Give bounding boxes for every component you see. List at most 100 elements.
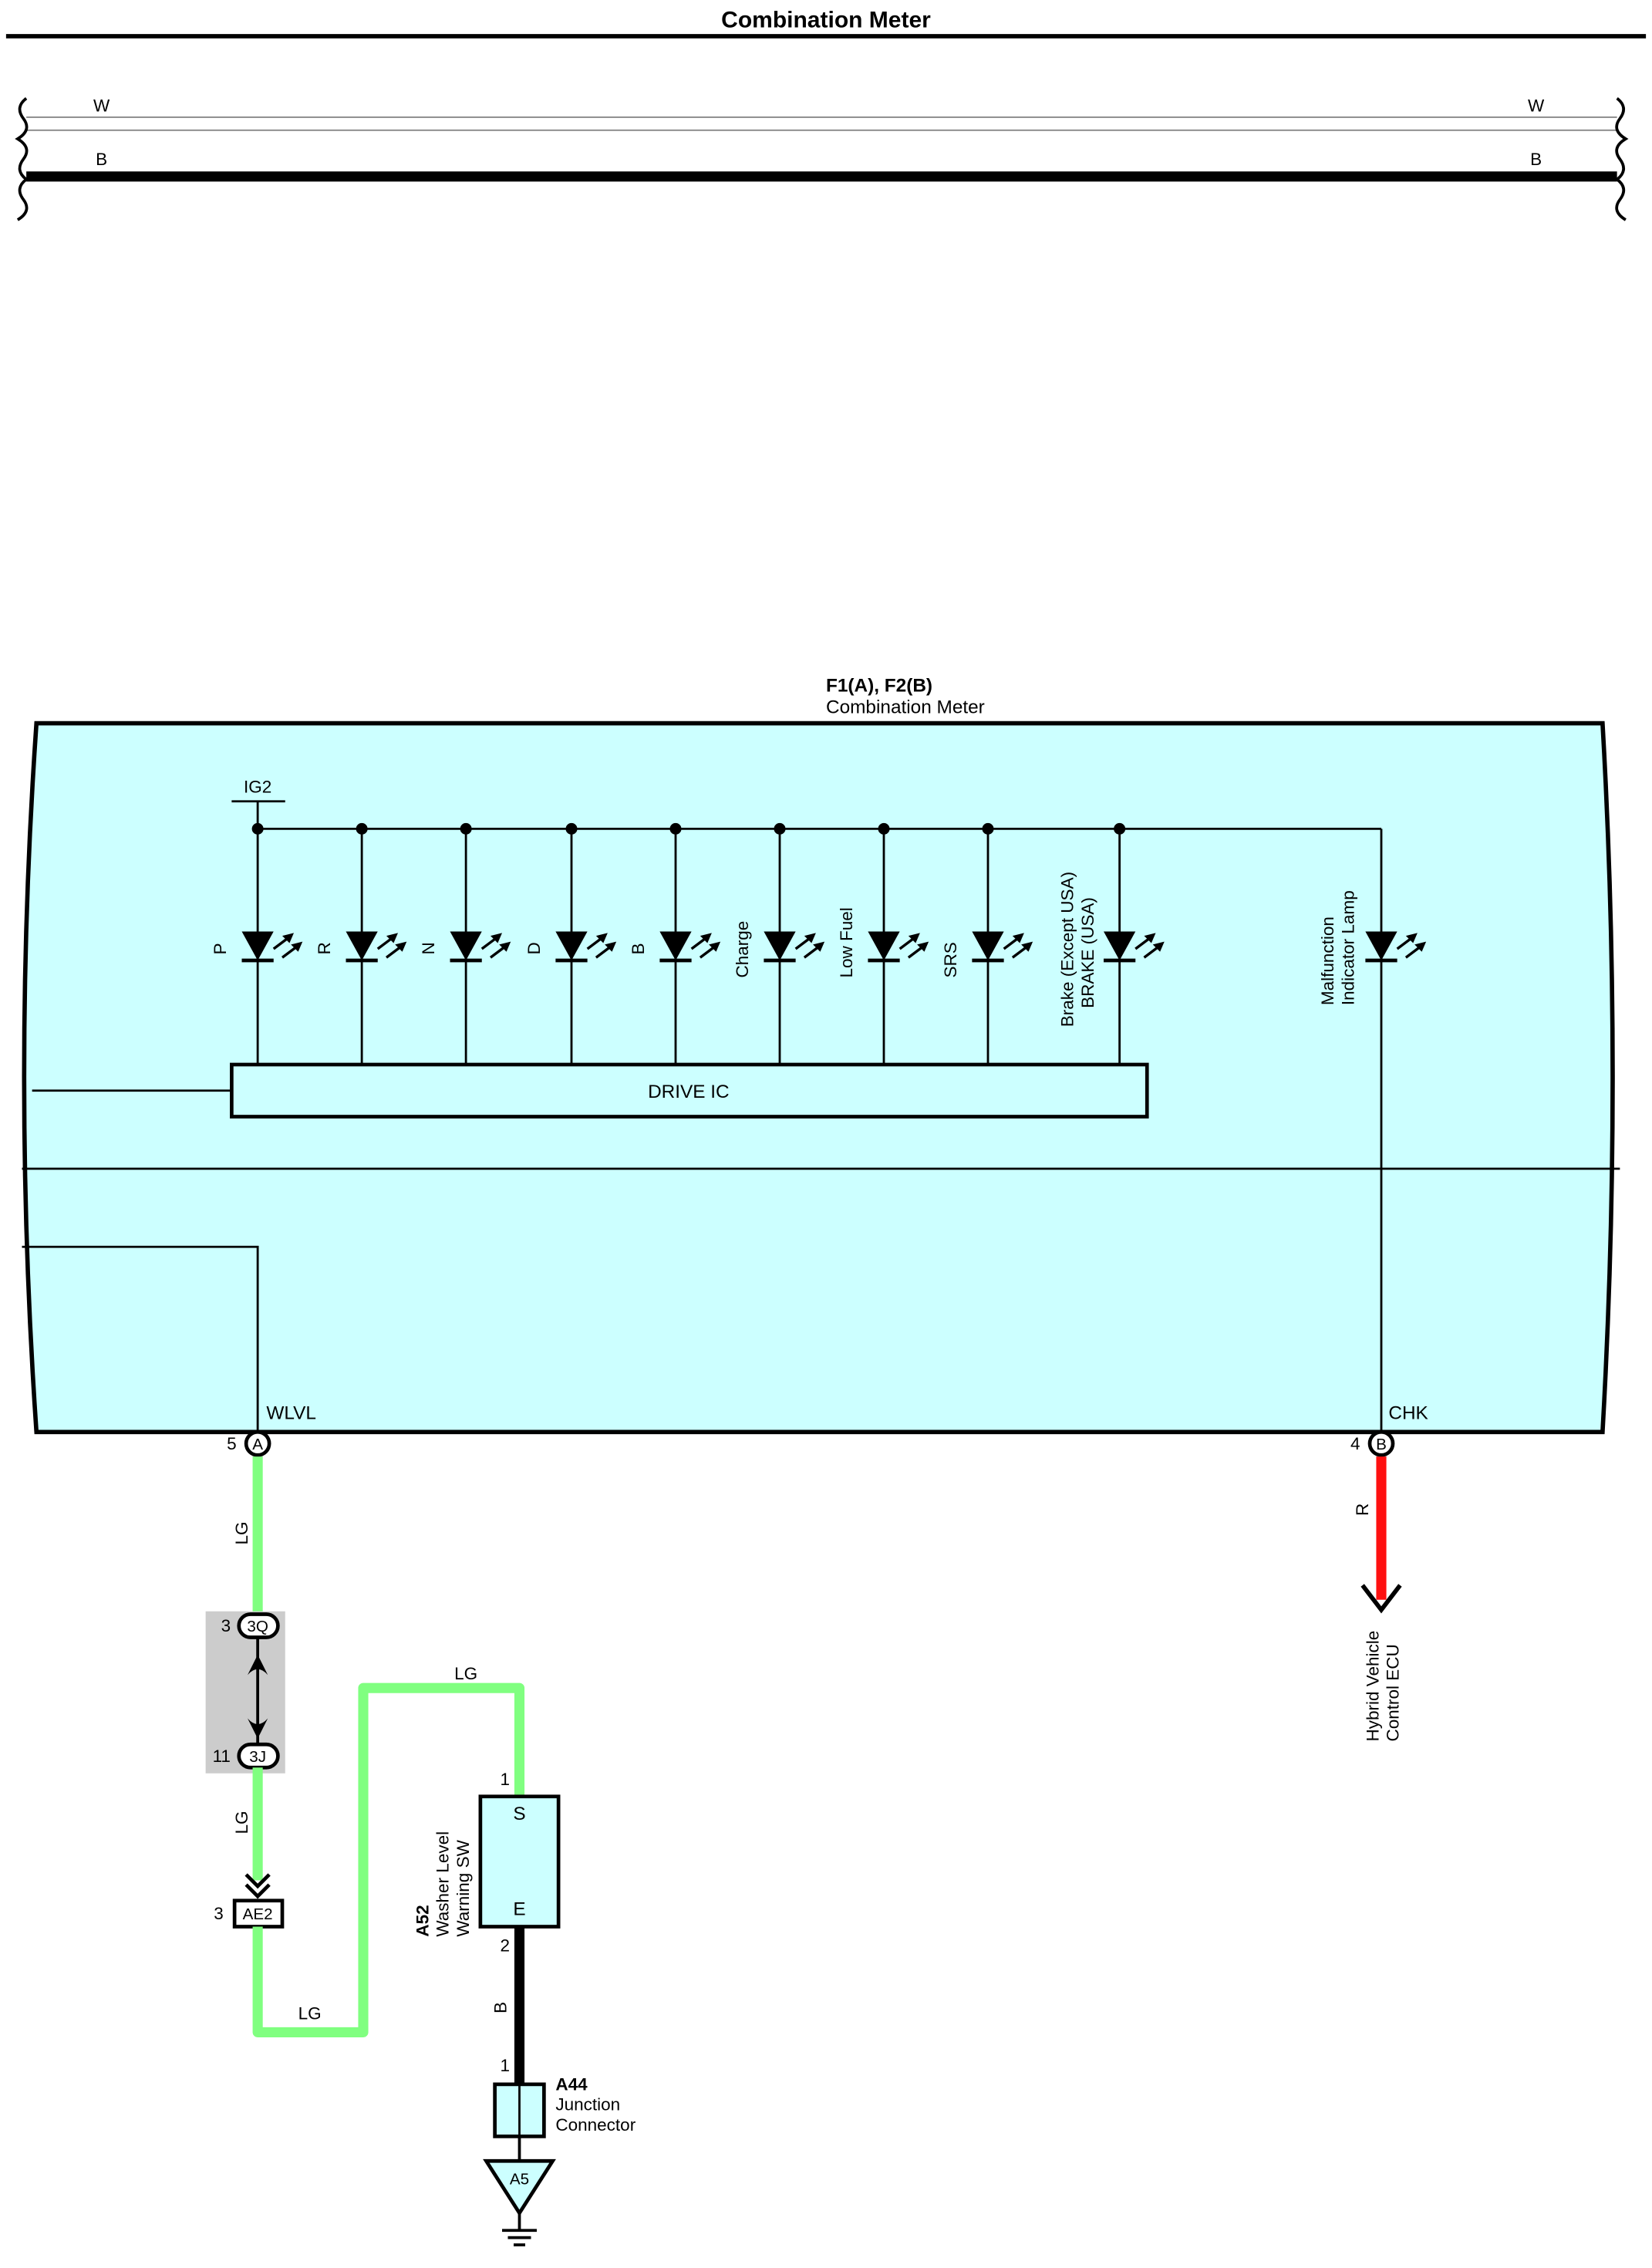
light-ray-arrow [700,933,712,943]
wire-lg-3 [252,1682,525,2037]
wlvl-internal-wire [22,1245,259,1433]
meter-pin-b [1367,1429,1395,1457]
lamp-label: SRS [941,942,960,977]
wlvl-label: WLVL [266,1402,316,1423]
junction-label-1: Junction [555,2095,620,2114]
light-ray-arrow [499,941,511,952]
ae2-chevron-1 [244,1873,271,1889]
light-ray-arrow [804,933,816,943]
light-ray-arrow [1414,941,1427,952]
lamp-label: R [315,942,334,954]
junction-label-2: Connector [555,2115,636,2135]
ae2-chevron-2 [244,1883,271,1899]
meter-pin-a-number: 5 [227,1434,237,1453]
washer-sw-code: A52 [413,1905,432,1936]
wire-r-label: R [1353,1504,1372,1516]
washer-sw-label-1: Washer Level [433,1831,453,1937]
meter-pin-a-letter: A [252,1436,263,1453]
lamp-label: D [524,942,544,954]
led-icon [1365,931,1397,960]
drive-ic-label: DRIVE IC [648,1082,730,1102]
top-bus: W W B B [15,96,1629,221]
light-ray-arrow [1021,941,1033,952]
connector-3q-label: 3Q [247,1618,268,1635]
meter-pin-b-letter: B [1376,1436,1387,1453]
light-ray-arrow [395,941,407,952]
washer-sw-pin-e: E [513,1899,525,1920]
hv-ecu-label-1: Hybrid Vehicle [1363,1631,1382,1742]
led-icon [972,931,1004,960]
light-ray-arrow [813,941,825,952]
page-title: Combination Meter [721,8,931,33]
connector-3j-arrow [248,1718,268,1739]
wire-lg-3-label: LG [298,2004,322,2023]
chk-label: CHK [1388,1402,1428,1423]
connector-3q-arrow [248,1655,268,1676]
connector-3q-pin: 3 [221,1616,231,1635]
lamp-label: N [419,942,438,954]
hv-ecu-label-2: Control ECU [1384,1644,1403,1741]
left-break-symbol [15,97,29,221]
bus-b-left-label: B [96,150,107,169]
led-icon [346,931,378,960]
light-ray-arrow [291,941,303,952]
led-icon [450,931,482,960]
led-icon [555,931,588,960]
mil-label-1: Malfunction [1318,916,1337,1005]
wire-b-label: B [491,2002,511,2013]
meter-pin-b-number: 4 [1350,1434,1360,1453]
light-ray-arrow [386,933,398,943]
bus-b-right-label: B [1530,150,1542,169]
light-ray-arrow [908,933,920,943]
light-ray-arrow [1012,933,1024,943]
connector-ae2-label: AE2 [243,1905,273,1923]
washer-sw-label-2: Warning SW [453,1839,473,1936]
wire-lg-2-label: LG [232,1811,251,1834]
light-ray-arrow [1144,933,1156,943]
ground-point [483,2158,556,2217]
meter-pin-a [244,1429,271,1457]
light-ray-arrow [605,941,617,952]
light-ray-arrow [491,933,502,943]
light-ray-arrow [595,933,608,943]
led-icon [241,931,274,960]
washer-level-switch [478,1794,561,1929]
light-ray-arrow [1405,933,1418,943]
light-ray-arrow [709,941,721,952]
meter-code: F1(A), F2(B) [826,675,932,696]
led-icon [764,931,796,960]
right-break-symbol [1614,97,1629,221]
light-ray-arrow [282,933,294,943]
connector-3j-label: 3J [249,1748,266,1766]
led-icon [659,931,692,960]
washer-sw-pin1: 1 [500,1770,510,1789]
lamp-label: Charge [733,921,752,978]
bus-w-right-label: W [1528,96,1545,115]
light-ray-arrow [1152,941,1165,952]
brake-lamp-label-1: Brake (Except USA) [1058,872,1077,1027]
hv-ecu-arrow [1360,1584,1402,1614]
lamp-label: B [629,943,648,954]
brake-lamp-label-2: BRAKE (USA) [1078,897,1097,1008]
junction-pin: 1 [500,2056,510,2075]
wire-lg-4-label: LG [454,1664,477,1683]
led-icon [868,931,900,960]
connector-3j-pin: 11 [213,1747,231,1766]
led-icon [1104,931,1136,960]
meter-name: Combination Meter [826,697,985,717]
lamp-label: Low Fuel [837,907,856,977]
ground-label: A5 [510,2170,529,2188]
ig2-label: IG2 [244,778,271,797]
wire-lg-1-label: LG [232,1521,251,1544]
junction-code: A44 [555,2074,588,2094]
drive-ic-box [230,1062,1149,1119]
bus-w-left-label: W [93,96,110,115]
washer-sw-pin-s: S [513,1804,525,1824]
connector-ae2-pin: 3 [214,1904,224,1923]
washer-sw-pin2: 2 [500,1936,510,1955]
light-ray-arrow [917,941,929,952]
mil-label-2: Indicator Lamp [1338,890,1357,1005]
connector-ae2 [232,1898,285,1929]
